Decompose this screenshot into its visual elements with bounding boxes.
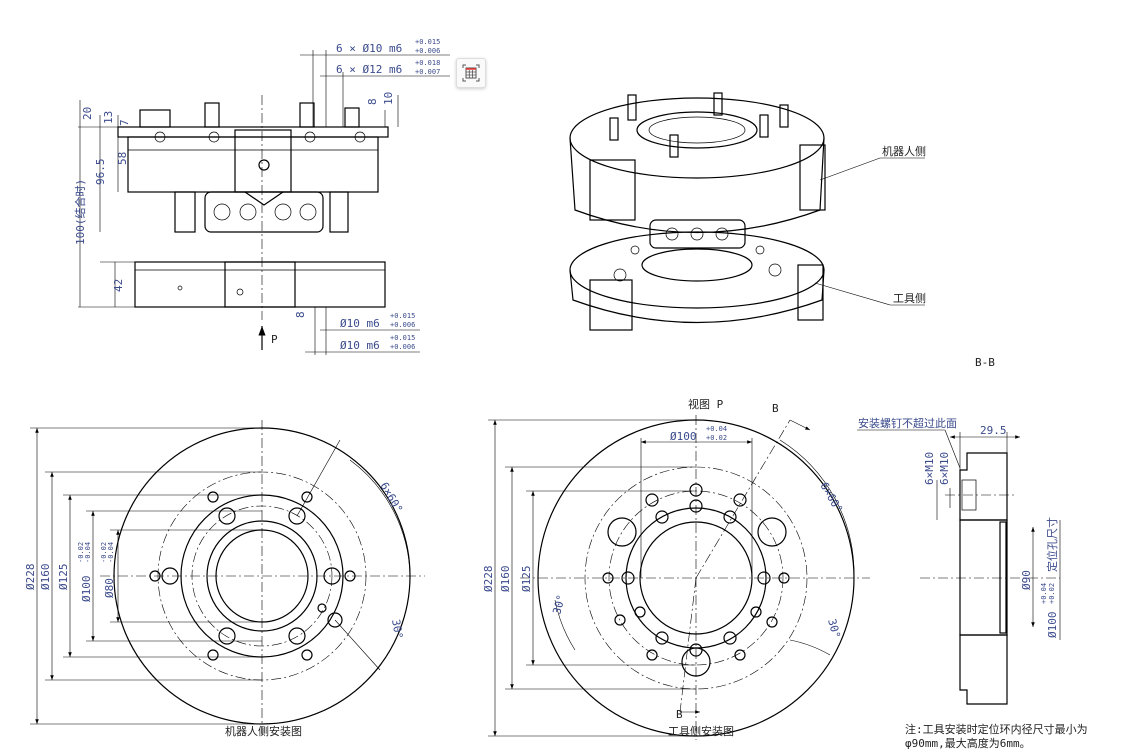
dim-8-lower: 8 (294, 311, 307, 318)
dim-8: 8 (366, 98, 379, 105)
view-p-title: 视图 P (688, 397, 724, 411)
screw-limit-note: 安装螺钉不超过此面 (858, 416, 957, 430)
m10-a: 6×M10 (923, 452, 936, 485)
section-d100-tol-lower: +0.02 (1048, 583, 1056, 604)
tool-angle-right: 30° (825, 617, 843, 640)
robot-d228: Ø228 (24, 564, 37, 591)
robot-d100: Ø100 (80, 576, 93, 603)
dim-58: 58 (116, 152, 129, 165)
robot-d80: Ø80 (103, 578, 116, 598)
dim-7: 7 (118, 119, 131, 126)
robot-d125: Ø125 (57, 564, 70, 591)
fit-d10-b-lower: +0.006 (390, 343, 415, 351)
robot-d100-tol-upper: -0.02 (77, 542, 85, 563)
side-view: P 20 13 7 58 96.5 100(结合时) 42 8 10 8 6 ×… (73, 38, 450, 355)
robot-d80-tol-upper: -0.02 (100, 542, 108, 563)
section-mark-bottom: B (676, 708, 683, 721)
dim-100: 100(结合时) (73, 179, 87, 245)
fit-d10-a: Ø10 m6 (340, 317, 380, 330)
dim-20: 20 (81, 107, 94, 120)
fit-6x-d10-lower: +0.006 (415, 47, 440, 55)
section-mark-top: B (772, 402, 779, 415)
tool-plate-caption: 工具侧安装图 (668, 724, 734, 738)
section-d100-suffix: 定位孔尺寸 (1045, 517, 1059, 572)
isometric-view: 机器人侧 工具侧 B-B (569, 92, 995, 369)
tool-angle-left: 30° (550, 593, 568, 616)
tool-d160: Ø160 (499, 566, 512, 593)
fit-6x-d10: 6 × Ø10 m6 (336, 42, 402, 55)
tool-d100: Ø100 (670, 430, 697, 443)
fit-6x-d12: 6 × Ø12 m6 (336, 63, 402, 76)
tool-side-label: 工具侧 (893, 292, 926, 305)
robot-angle-30: 30° (389, 618, 405, 640)
fit-d10-a-upper: +0.015 (390, 312, 415, 320)
dim-10: 10 (382, 92, 395, 105)
fit-d10-b-upper: +0.015 (390, 334, 415, 342)
section-d100: Ø100 (1046, 612, 1059, 639)
table-view-button[interactable] (456, 58, 486, 88)
tool-d228: Ø228 (482, 566, 495, 593)
fit-d10-a-lower: +0.006 (390, 321, 415, 329)
fit-6x-d12-upper: +0.018 (415, 59, 440, 67)
tool-d125: Ø125 (520, 566, 533, 593)
dim-96-5: 96.5 (94, 159, 107, 186)
table-icon (462, 64, 480, 82)
section-bb-label: B-B (975, 356, 995, 369)
robot-d160: Ø160 (39, 564, 52, 591)
robot-side-plate: Ø228 Ø160 Ø125 Ø100 -0.02 -0.04 Ø80 -0.0… (24, 420, 425, 738)
tool-d100-tol-lower: +0.02 (706, 434, 727, 442)
dim-13: 13 (102, 111, 115, 124)
robot-d80-tol-lower: -0.04 (107, 542, 115, 563)
view-p-label: P (271, 333, 278, 346)
fit-6x-d10-upper: +0.015 (415, 38, 440, 46)
tool-d100-tol-upper: +0.04 (706, 425, 727, 433)
section-view: 29.5 安装螺钉不超过此面 6×M10 6×M10 Ø90 Ø100 +0.0… (857, 416, 1088, 750)
dim-29-5: 29.5 (980, 424, 1007, 437)
dim-42: 42 (112, 279, 125, 292)
robot-d100-tol-lower: -0.04 (84, 542, 92, 563)
tool-angle-pattern: 6×60° (817, 480, 845, 515)
tool-side-plate: 视图 P (482, 397, 870, 740)
robot-side-label: 机器人侧 (882, 144, 926, 158)
note-line-2: φ90mm,最大高度为6mm。 (905, 736, 1031, 750)
note-line-1: 注:工具安装时定位环内径尺寸最小为 (905, 722, 1088, 736)
robot-angle-pattern: 6×60° (377, 480, 405, 515)
robot-plate-caption: 机器人侧安装图 (225, 724, 302, 738)
fit-6x-d12-lower: +0.007 (415, 68, 440, 76)
m10-b: 6×M10 (938, 452, 951, 485)
section-d100-tol-upper: +0.04 (1040, 583, 1048, 604)
section-d90: Ø90 (1020, 570, 1033, 590)
fit-d10-b: Ø10 m6 (340, 339, 380, 352)
